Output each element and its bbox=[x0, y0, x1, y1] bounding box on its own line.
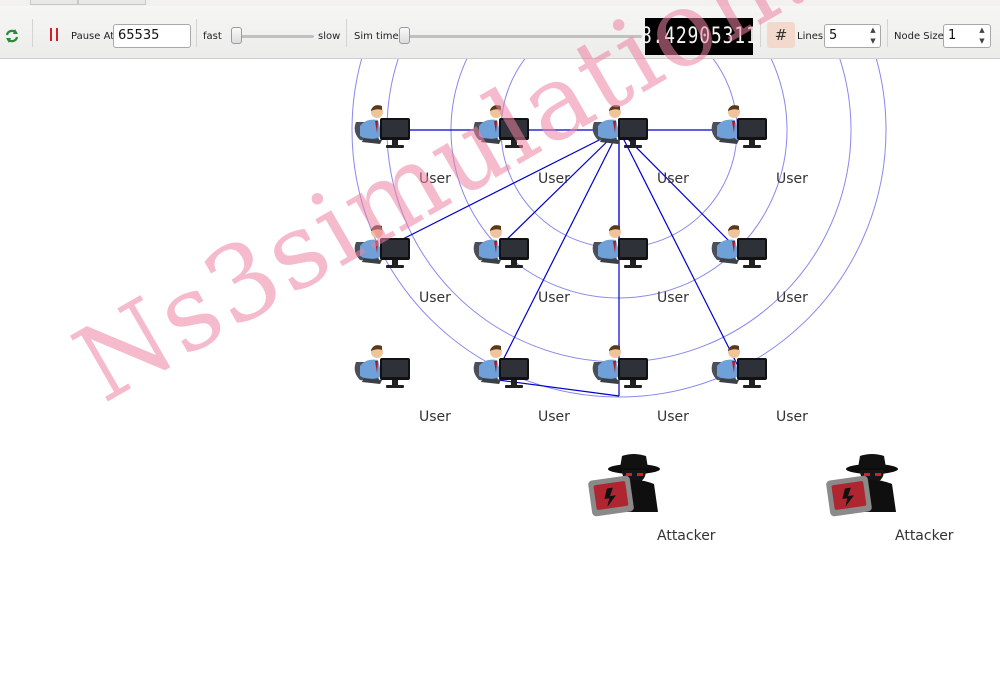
sim-time-value: 8.42905311 bbox=[640, 24, 758, 49]
link-line bbox=[618, 129, 741, 371]
pause-button[interactable] bbox=[48, 28, 62, 42]
user-node[interactable] bbox=[473, 225, 529, 268]
user-icon bbox=[473, 225, 529, 268]
grid-toggle-button[interactable]: # bbox=[767, 22, 795, 48]
links bbox=[380, 129, 741, 397]
user-node[interactable] bbox=[592, 225, 648, 268]
lines-value: 5 bbox=[829, 28, 838, 43]
user-node[interactable] bbox=[354, 225, 410, 268]
user-icon bbox=[354, 105, 410, 148]
node-label: User bbox=[419, 290, 451, 306]
sim-time-display: 8.42905311 bbox=[641, 18, 757, 55]
reload-icon[interactable] bbox=[4, 28, 20, 44]
user-icon bbox=[592, 345, 648, 388]
node-label: User bbox=[776, 290, 808, 306]
toolbar: Pause At 65535 fast slow Sim time 8.4290… bbox=[0, 6, 1000, 59]
user-icon bbox=[711, 105, 767, 148]
sim-time-slider-track[interactable] bbox=[402, 35, 642, 38]
user-node[interactable] bbox=[711, 345, 767, 388]
lines-up-icon[interactable]: ▲ bbox=[870, 26, 876, 34]
node-size-combo[interactable]: 1 bbox=[943, 24, 991, 48]
user-node[interactable] bbox=[592, 105, 648, 148]
node-label: User bbox=[538, 290, 570, 306]
link-line bbox=[497, 129, 620, 249]
lines-label: Lines bbox=[797, 31, 824, 42]
user-node[interactable] bbox=[354, 345, 410, 388]
node-label: User bbox=[419, 409, 451, 425]
link-line bbox=[497, 379, 620, 397]
range-ring bbox=[351, 59, 887, 398]
grid-icon: # bbox=[774, 26, 788, 44]
attacker-node[interactable] bbox=[825, 454, 898, 517]
user-node[interactable] bbox=[711, 105, 767, 148]
node-label: User bbox=[776, 171, 808, 187]
link-line bbox=[497, 129, 620, 371]
node-label: User bbox=[538, 171, 570, 187]
link-line bbox=[618, 129, 737, 249]
link-line bbox=[384, 129, 620, 249]
node-label: User bbox=[657, 290, 689, 306]
user-icon bbox=[354, 345, 410, 388]
pause-at-input[interactable]: 65535 bbox=[113, 24, 191, 48]
user-icon bbox=[354, 225, 410, 268]
fast-label: fast bbox=[203, 31, 222, 42]
tab-strip bbox=[0, 0, 1000, 6]
node-size-down-icon[interactable]: ▼ bbox=[979, 37, 985, 45]
sim-time-slider-thumb[interactable] bbox=[399, 27, 410, 44]
node-size-up-icon[interactable]: ▲ bbox=[979, 26, 985, 34]
node-size-label: Node Size bbox=[894, 31, 944, 42]
user-icon bbox=[592, 105, 648, 148]
sim-time-label: Sim time bbox=[354, 31, 399, 42]
attacker-node[interactable] bbox=[587, 454, 660, 517]
lines-down-icon[interactable]: ▼ bbox=[870, 37, 876, 45]
tab[interactable] bbox=[30, 0, 78, 5]
node-label: User bbox=[657, 171, 689, 187]
node-label: User bbox=[419, 171, 451, 187]
node-size-value: 1 bbox=[948, 28, 957, 43]
node-label: User bbox=[776, 409, 808, 425]
attacker-icon bbox=[825, 454, 898, 517]
user-node[interactable] bbox=[592, 345, 648, 388]
pause-icon bbox=[50, 28, 52, 41]
lines-spinbox[interactable]: 5 bbox=[824, 24, 881, 48]
node-label: Attacker bbox=[895, 528, 954, 544]
node-label: User bbox=[657, 409, 689, 425]
user-icon bbox=[592, 225, 648, 268]
tab[interactable] bbox=[78, 0, 146, 5]
speed-slider-track[interactable] bbox=[232, 35, 314, 38]
user-node[interactable] bbox=[473, 345, 529, 388]
node-label: User bbox=[538, 409, 570, 425]
user-icon bbox=[711, 345, 767, 388]
speed-slider-thumb[interactable] bbox=[231, 27, 242, 44]
slow-label: slow bbox=[318, 31, 341, 42]
network-canvas[interactable]: User User User User User User User User … bbox=[0, 59, 1000, 673]
node-label: Attacker bbox=[657, 528, 716, 544]
user-icon bbox=[473, 345, 529, 388]
pause-at-label: Pause At bbox=[71, 31, 115, 42]
attacker-icon bbox=[587, 454, 660, 517]
user-node[interactable] bbox=[354, 105, 410, 148]
